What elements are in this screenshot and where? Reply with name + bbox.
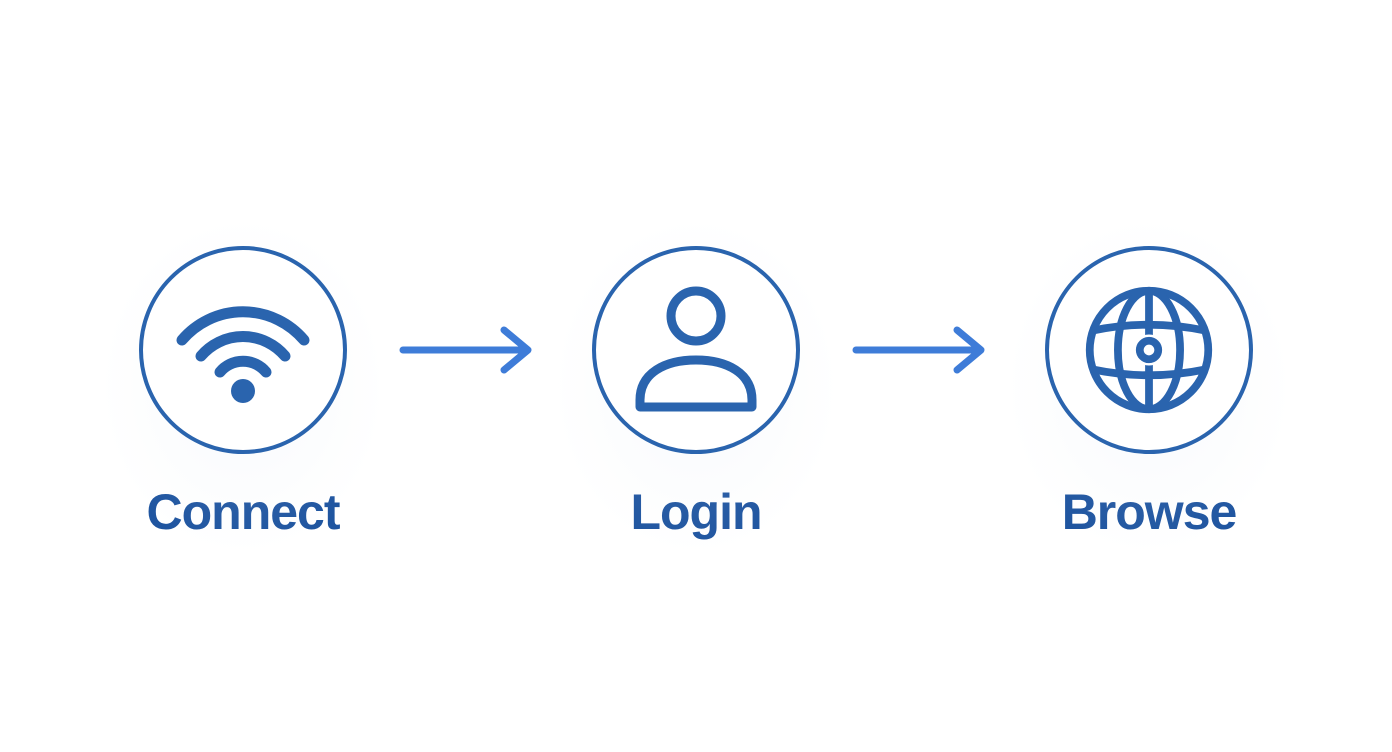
arrow-right-icon <box>399 326 532 374</box>
step-connect: Connect <box>99 216 387 557</box>
step-browse-circle <box>1045 246 1253 454</box>
arrow-right-icon <box>852 326 985 374</box>
step-login: Login <box>552 216 840 557</box>
globe-icon <box>1085 286 1213 414</box>
step-connect-label: Connect <box>146 484 341 540</box>
step-connect-circle <box>139 246 347 454</box>
step-browse-label: Browse <box>1061 484 1238 540</box>
step-login-label: Login <box>630 484 762 540</box>
user-icon <box>635 286 757 412</box>
step-browse: Browse <box>1005 216 1293 557</box>
wifi-icon <box>176 306 310 403</box>
step-login-circle <box>592 246 800 454</box>
